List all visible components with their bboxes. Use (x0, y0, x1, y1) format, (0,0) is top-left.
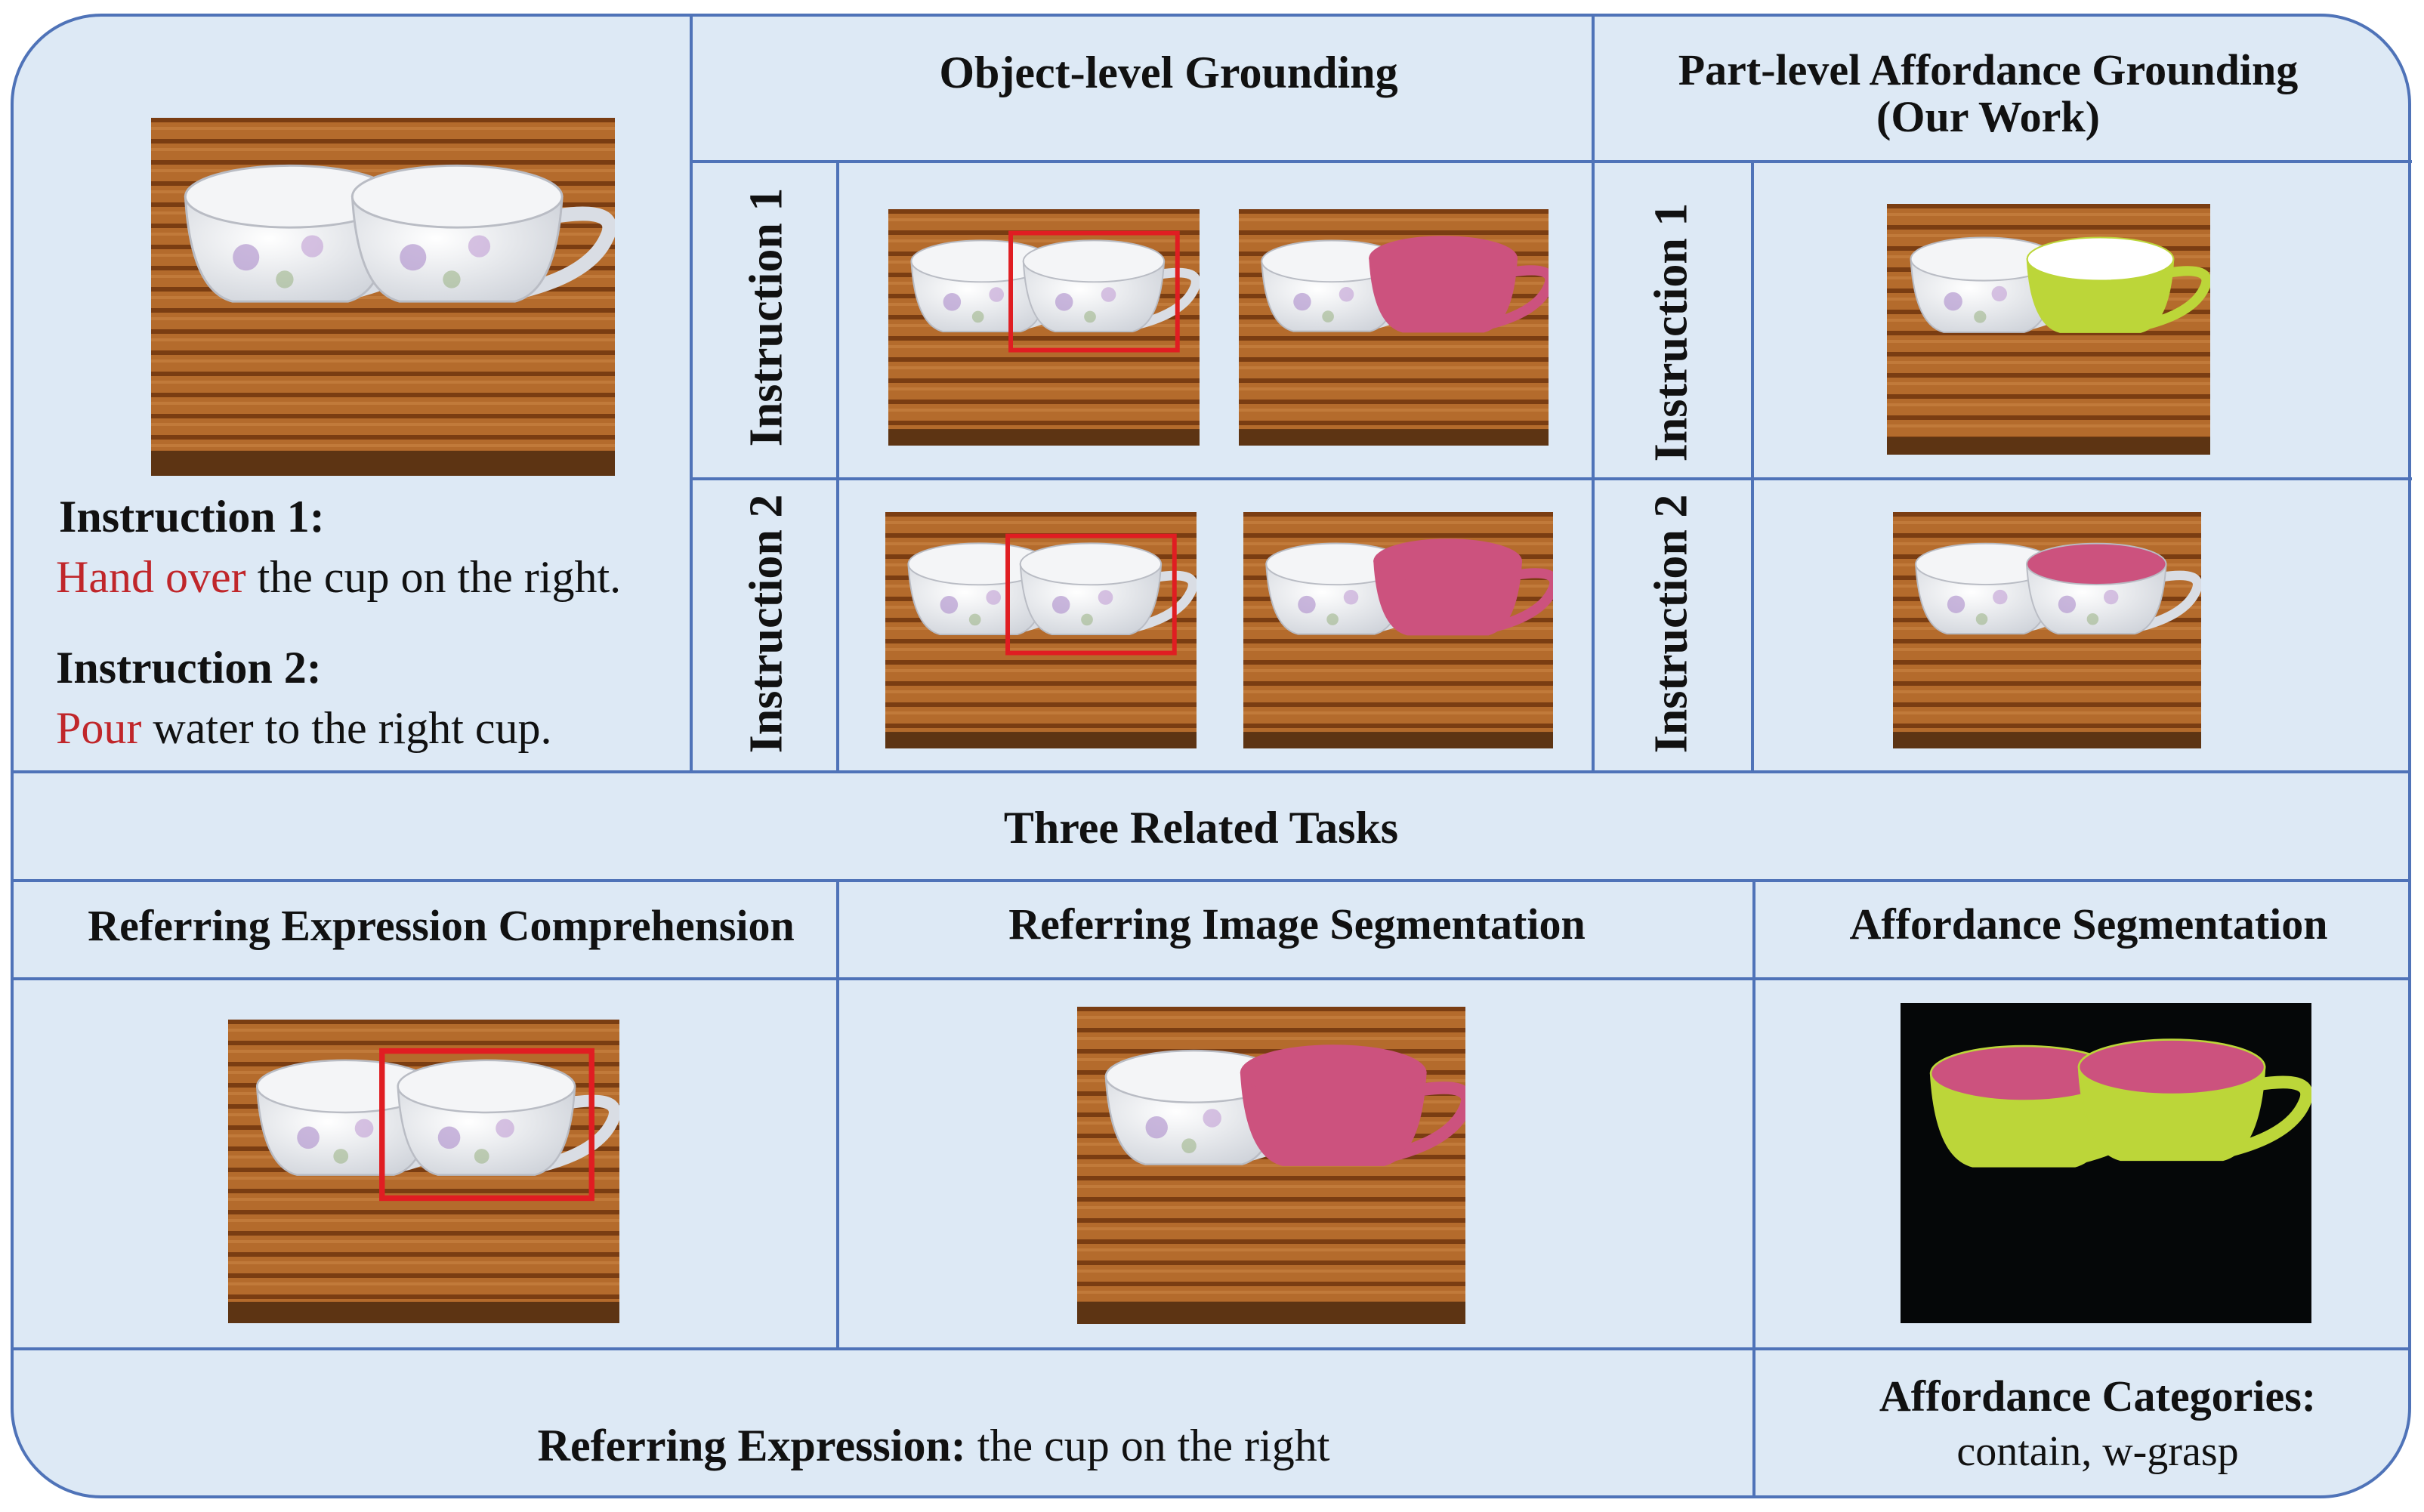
header-object-level: Object-level Grounding (939, 48, 1398, 97)
instruction1-verb: Hand over (56, 552, 246, 602)
object-grounding-box-2 (885, 512, 1197, 748)
source-image (151, 118, 615, 476)
instruction2-title: Instruction 2: (56, 643, 322, 693)
task-ris-title: Referring Image Segmentation (1008, 899, 1586, 949)
row-label-instruction1: Instruction 1 (740, 187, 792, 447)
divider (690, 477, 2412, 480)
divider (1592, 17, 1595, 770)
divider (690, 17, 693, 770)
divider (11, 977, 2411, 980)
row-label-instruction2: Instruction 2 (740, 494, 792, 754)
header-part-level: Part-level Affordance Grounding (Our Wor… (1678, 47, 2299, 140)
affordance-categories-label: Affordance Categories: (1879, 1372, 2317, 1421)
referring-expression-label: Referring Expression: (537, 1421, 966, 1470)
related-tasks-title: Three Related Tasks (1003, 803, 1399, 853)
divider (11, 770, 2411, 773)
divider (836, 160, 839, 770)
referring-expression-value: the cup on the right (965, 1421, 1330, 1470)
instruction2-rest: water to the right cup. (141, 703, 552, 753)
affordance-categories-value: contain, w-grasp (1956, 1428, 2239, 1475)
object-grounding-mask-2 (1243, 512, 1553, 748)
divider (11, 879, 2411, 882)
instruction1-title: Instruction 1: (59, 492, 325, 542)
referring-expression: Referring Expression: the cup on the rig… (538, 1420, 1330, 1472)
header-part-level-line1: Part-level Affordance Grounding (1678, 45, 2299, 94)
instruction2-text: Pour water to the right cup. (56, 702, 552, 754)
object-grounding-box-1 (888, 209, 1200, 446)
task-rec-title: Referring Expression Comprehension (88, 901, 795, 950)
task-aff-title: Affordance Segmentation (1849, 899, 2328, 949)
affordance-grounding-result-2 (1893, 512, 2201, 748)
affordance-grounding-result-1 (1887, 204, 2210, 455)
row-label-instruction1: Instruction 1 (1645, 202, 1697, 462)
row-label-instruction2: Instruction 2 (1645, 494, 1697, 754)
affordance-segmentation-map (1901, 1003, 2311, 1323)
divider (690, 160, 2412, 163)
object-grounding-mask-1 (1239, 209, 1549, 446)
ris-example-image (1077, 1007, 1465, 1324)
divider (1751, 160, 1754, 770)
instruction1-text: Hand over the cup on the right. (56, 551, 621, 603)
instruction2-verb: Pour (56, 703, 142, 753)
divider (1752, 879, 1755, 1497)
instruction1-rest: the cup on the right. (245, 552, 622, 602)
header-part-level-line2: (Our Work) (1876, 92, 2100, 141)
rec-example-image (228, 1020, 619, 1323)
divider (836, 879, 839, 1347)
divider (11, 1347, 2411, 1350)
